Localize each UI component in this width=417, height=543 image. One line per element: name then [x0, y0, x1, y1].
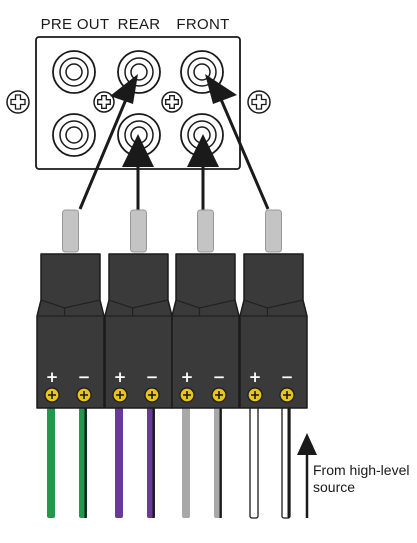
polarity-minus-label: −	[78, 368, 91, 386]
terminal-screw-icon	[144, 387, 160, 403]
polarity-plus-label: +	[249, 368, 262, 386]
rca-jack-pre-out-upper	[52, 50, 96, 94]
source-arrow-head	[297, 433, 317, 455]
terminal-screw-icon	[112, 387, 128, 403]
plug-tip	[62, 209, 79, 253]
wire-stripe	[287, 400, 290, 518]
wire-stripe	[84, 400, 87, 518]
arrow-head	[187, 134, 219, 167]
plug-body	[239, 253, 308, 409]
connection-arrows	[78, 74, 270, 211]
terminal-screw-icon	[44, 387, 60, 403]
rca-adapter-4: +−	[239, 209, 308, 519]
plug-crease	[240, 299, 307, 317]
polarity-minus-label: −	[213, 368, 226, 386]
rca-adapter-1: +−	[36, 209, 105, 518]
plug-tip	[265, 209, 282, 253]
mount-screw-icon	[161, 91, 183, 113]
source-note-line2: source	[313, 479, 355, 495]
label-pre-out: PRE OUT	[41, 16, 110, 33]
arrow-head	[110, 74, 138, 104]
mount-screw-icon	[93, 91, 115, 113]
rca-adapters: +−+−+−+−	[36, 209, 308, 519]
polarity-plus-label: +	[181, 368, 194, 386]
polarity-plus-label: +	[114, 368, 127, 386]
arrow-head	[205, 74, 237, 104]
wire-positive	[249, 399, 259, 519]
terminal-screw-icon	[179, 387, 195, 403]
label-rear: REAR	[118, 16, 161, 33]
rca-adapter-3: +−	[171, 209, 240, 518]
wire-stripe	[219, 400, 222, 518]
source-note-line1: From high-level	[313, 462, 409, 478]
wire-positive	[47, 400, 55, 518]
wire-stripe	[152, 400, 155, 518]
wire-positive	[115, 400, 123, 518]
polarity-plus-label: +	[46, 368, 59, 386]
plug-tip	[197, 209, 214, 253]
plug-crease	[105, 299, 172, 317]
wire-positive	[182, 400, 190, 518]
mount-screw-icon	[247, 90, 271, 114]
arrow-head	[122, 134, 154, 167]
arrow-shaft	[78, 96, 129, 210]
plug-body	[171, 253, 240, 409]
label-front: FRONT	[176, 16, 229, 33]
rca-jack-pre-out-lower	[52, 113, 96, 157]
rca-adapter-2: +−	[104, 209, 173, 518]
rca-jack-front-lower	[180, 113, 224, 157]
plug-body	[36, 253, 105, 409]
mount-screw-icon	[6, 90, 30, 114]
terminal-screw-icon	[76, 387, 92, 403]
source-indicator: From high-level source	[297, 433, 409, 518]
polarity-minus-label: −	[146, 368, 159, 386]
terminal-screw-icon	[279, 387, 295, 403]
terminal-screw-icon	[247, 387, 263, 403]
terminal-screw-icon	[211, 387, 227, 403]
plug-crease	[172, 299, 239, 317]
arrow-shaft	[218, 96, 270, 210]
plug-tip	[130, 209, 147, 253]
plug-crease	[37, 299, 104, 317]
polarity-minus-label: −	[281, 368, 294, 386]
